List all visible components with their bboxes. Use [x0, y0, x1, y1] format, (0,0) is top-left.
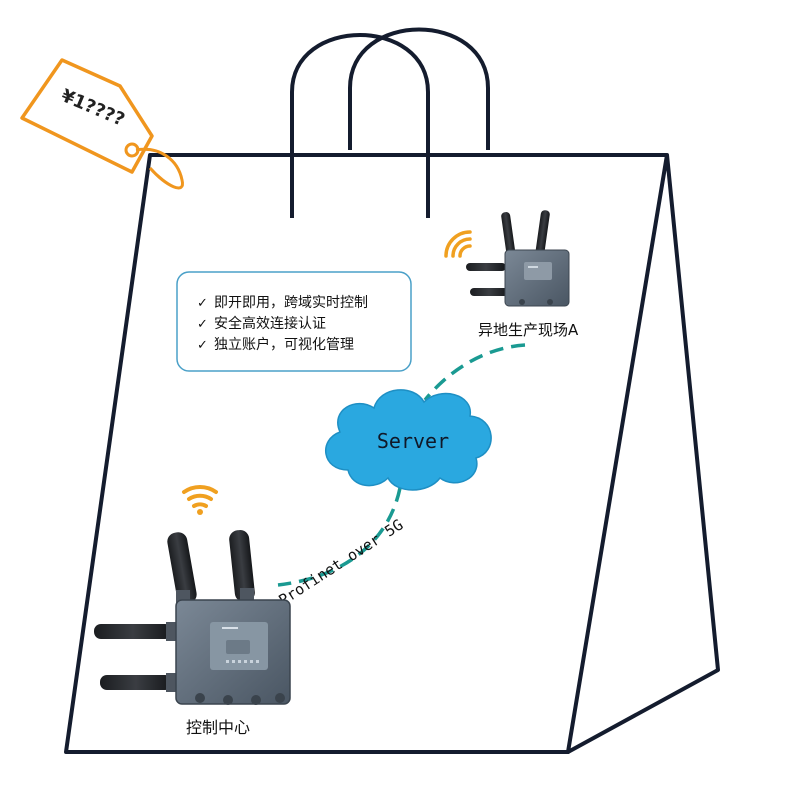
shopping-bag	[64, 27, 720, 754]
link-remote-to-server	[423, 343, 526, 402]
check-icon: ✓	[197, 296, 208, 311]
link-server-to-control	[277, 487, 402, 587]
bag-side-panel	[567, 154, 720, 754]
feature-item-2: ✓ 安全高效连接认证	[197, 315, 326, 332]
features-callout: ✓ 即开即用，跨域实时控制 ✓ 安全高效连接认证 ✓ 独立账户，可视化管理	[176, 271, 412, 372]
feature-item-3: ✓ 独立账户，可视化管理	[197, 336, 354, 353]
feature-text-3: 独立账户，可视化管理	[214, 336, 354, 353]
feature-item-1: ✓ 即开即用，跨域实时控制	[197, 295, 368, 311]
price-tag-text: ¥1????	[58, 85, 128, 130]
router-icon	[94, 530, 291, 705]
price-tag-icon: ¥1????	[20, 58, 184, 190]
wifi-icon	[444, 230, 472, 258]
cloud-icon: Server	[324, 389, 492, 491]
control-router: 控制中心	[94, 484, 291, 737]
bag-handle-back	[348, 27, 490, 150]
check-icon: ✓	[197, 317, 208, 332]
server-label: Server	[377, 429, 449, 453]
feature-text-1: 即开即用，跨域实时控制	[214, 295, 368, 311]
remote-router: 异地生产现场A	[444, 210, 579, 339]
check-icon: ✓	[197, 338, 208, 353]
link-label: Profinet over 5G	[275, 516, 406, 610]
control-center-label: 控制中心	[186, 718, 250, 737]
bag-handle-front	[290, 33, 430, 218]
feature-text-2: 安全高效连接认证	[214, 315, 326, 332]
router-icon	[466, 210, 570, 307]
wifi-icon	[182, 484, 218, 515]
remote-site-label: 异地生产现场A	[478, 321, 579, 339]
